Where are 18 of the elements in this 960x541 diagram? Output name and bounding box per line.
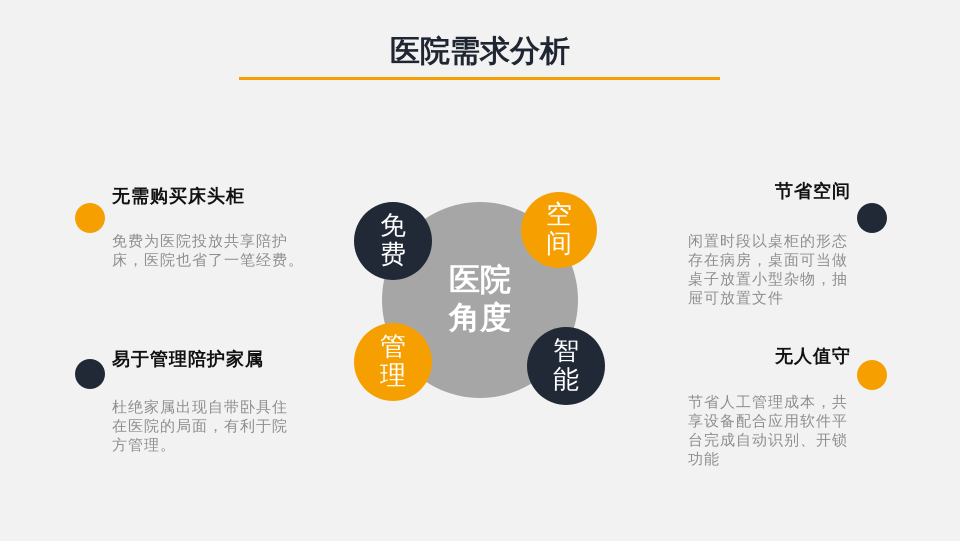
item-heading: 无人值守 [775,345,851,369]
item-description: 节省人工管理成本，共享设备配合应用软件平台完成自动识别、开锁功能 [688,393,849,469]
item-heading: 节省空间 [775,180,851,204]
bullet-dot [857,203,887,233]
bullet-dot [75,359,105,389]
topic-label: 免费 [380,212,406,270]
bullet-dot [857,360,887,390]
item-heading: 易于管理陪护家属 [112,348,264,372]
center-label: 医院角度 [448,262,512,338]
bullet-dot [75,203,105,233]
item-description: 杜绝家属出现自带卧具住在医院的局面，有利于院方管理。 [112,398,289,455]
item-heading: 无需购买床头柜 [112,185,245,209]
topic-label: 智能 [553,337,579,395]
topic-label: 管理 [380,333,406,391]
item-description: 闲置时段以桌柜的形态存在病房，桌面可当做桌子放置小型杂物，抽屉可放置文件 [688,232,849,308]
item-description: 免费为医院投放共享陪护床，医院也省了一笔经费。 [112,232,305,270]
topic-label: 空间 [546,201,572,259]
page-title: 医院需求分析 [390,33,570,71]
